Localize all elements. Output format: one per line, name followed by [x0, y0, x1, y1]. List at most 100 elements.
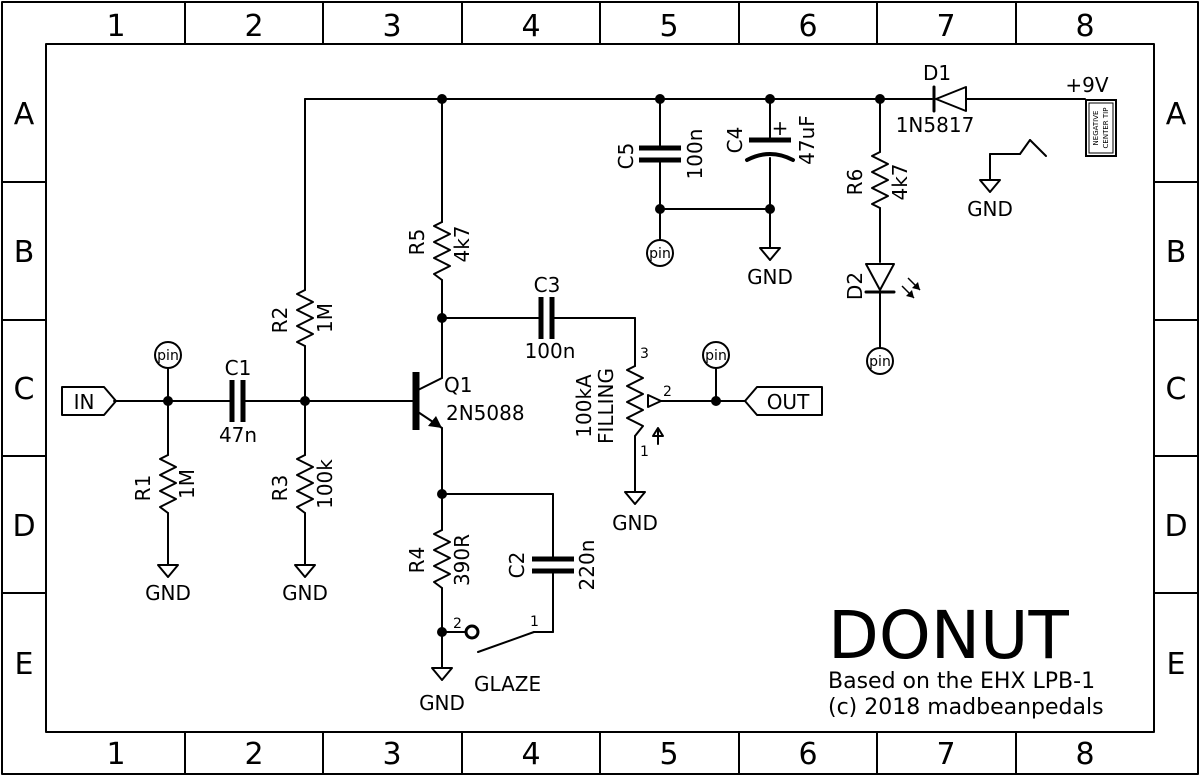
port-in-label: IN [74, 390, 95, 414]
row-label-b: B [14, 235, 35, 270]
diode-d1: D1 1N5817 [896, 61, 975, 137]
power-supply: +9V NEGATIVE CENTER TIP [1065, 73, 1117, 157]
r5-ref: R5 [405, 229, 429, 256]
ground-symbols: GND GND GND GND GND GND [145, 179, 1013, 715]
gnd-icon-r3: GND [282, 564, 328, 605]
row-label-e-right: E [1167, 647, 1186, 682]
pin-led: pin [866, 347, 894, 375]
capacitor-c1: C1 47n [219, 356, 257, 447]
diode-d2-led: D2 [843, 263, 921, 300]
dc-jack-line2: CENTER TIP [1102, 108, 1110, 149]
r1-value: 1M [175, 469, 199, 499]
gnd-label-jack: GND [967, 197, 1013, 221]
col-label-4: 4 [521, 9, 540, 44]
row-label-d: D [12, 509, 35, 544]
pot-value: 100kA [572, 374, 596, 438]
copyright: (c) 2018 madbeanpedals [828, 695, 1104, 720]
gnd-label-pot: GND [612, 511, 658, 535]
port-out-label: OUT [767, 390, 810, 414]
gnd-label-r3: GND [282, 581, 328, 605]
gnd-label-r1: GND [145, 581, 191, 605]
resistor-r1: R1 1M [131, 454, 199, 514]
col-label-1: 1 [106, 9, 125, 44]
q1-value: 2N5088 [446, 401, 525, 425]
row-label-d-right: D [1164, 509, 1187, 544]
capacitor-c3: C3 100n [525, 273, 576, 363]
gnd-icon-c4: GND [747, 247, 793, 289]
pin-c5-label: pin [649, 246, 671, 262]
switch-name: GLAZE [474, 672, 541, 696]
r6-value: 4k7 [888, 163, 912, 200]
potentiometer-filling: 3 2 1 100kA FILLING [572, 346, 672, 460]
capacitor-c2: C2 220n [505, 540, 599, 591]
pin-output: pin [702, 341, 730, 369]
pot-pin1: 1 [640, 444, 649, 460]
col-label-5-bottom: 5 [659, 737, 678, 772]
c4-polarity: + [772, 116, 789, 140]
gnd-icon-pot: GND [612, 491, 658, 535]
col-label-2-bottom: 2 [244, 737, 263, 772]
col-label-2: 2 [244, 9, 263, 44]
r3-value: 100k [313, 459, 337, 509]
r4-value: 390R [450, 534, 474, 586]
pin-input-label: pin [157, 348, 179, 364]
c1-value: 47n [219, 423, 257, 447]
col-label-6: 6 [798, 9, 817, 44]
pin-pads: pin pin pin pin [154, 239, 894, 375]
c5-ref: C5 [614, 143, 638, 170]
col-label-3: 3 [382, 9, 401, 44]
col-label-6-bottom: 6 [798, 737, 817, 772]
col-label-4-bottom: 4 [521, 737, 540, 772]
c4-value: 47uF [795, 115, 819, 165]
gnd-label-c4: GND [747, 265, 793, 289]
dc-jack-line1: NEGATIVE [1092, 111, 1100, 146]
r2-ref: R2 [268, 307, 292, 334]
pin-c5: pin [646, 239, 674, 267]
capacitor-c5: C5 100n [614, 129, 707, 180]
pin-output-label: pin [705, 348, 727, 364]
supply-label: +9V [1065, 73, 1108, 97]
title: DONUT [828, 597, 1069, 674]
resistor-r4: R4 390R [405, 529, 474, 589]
pin-input: pin [154, 341, 182, 369]
switch-pin2: 2 [453, 616, 462, 632]
r1-ref: R1 [131, 475, 155, 502]
title-block: DONUT Based on the EHX LPB-1 (c) 2018 ma… [828, 597, 1104, 720]
gnd-icon-r1: GND [145, 564, 191, 605]
r4-ref: R4 [405, 547, 429, 574]
junctions [163, 94, 885, 637]
row-label-c-right: C [1166, 372, 1187, 407]
c5-value: 100n [683, 129, 707, 180]
row-label-a-right: A [1166, 97, 1187, 132]
pin-led-label: pin [869, 354, 891, 370]
row-label-b-right: B [1166, 235, 1187, 270]
port-in: IN [61, 386, 117, 416]
capacitor-c4: + C4 47uF [723, 115, 819, 165]
d1-value: 1N5817 [896, 113, 975, 137]
r3-ref: R3 [268, 475, 292, 502]
col-label-7-bottom: 7 [936, 737, 955, 772]
c2-ref: C2 [505, 552, 529, 579]
d2-ref: D2 [843, 272, 867, 300]
pot-name: FILLING [594, 368, 618, 444]
row-label-a: A [14, 97, 35, 132]
c3-ref: C3 [534, 273, 561, 297]
d1-ref: D1 [923, 61, 951, 85]
col-label-3-bottom: 3 [382, 737, 401, 772]
transistor-q1: Q1 2N5088 [412, 372, 525, 430]
resistor-r6: R6 4k7 [843, 151, 912, 209]
c2-value: 220n [575, 540, 599, 591]
col-label-8: 8 [1075, 9, 1094, 44]
c1-ref: C1 [225, 356, 252, 380]
resistor-r2: R2 1M [268, 289, 337, 347]
row-label-c: C [14, 372, 35, 407]
c3-value: 100n [525, 339, 576, 363]
c4-ref: C4 [723, 127, 747, 154]
gnd-icon-r4: GND [419, 667, 465, 715]
r6-ref: R6 [843, 169, 867, 196]
switch-glaze: 2 1 GLAZE [453, 614, 541, 696]
col-label-7: 7 [936, 9, 955, 44]
q1-ref: Q1 [444, 373, 472, 397]
row-label-e: E [15, 647, 34, 682]
